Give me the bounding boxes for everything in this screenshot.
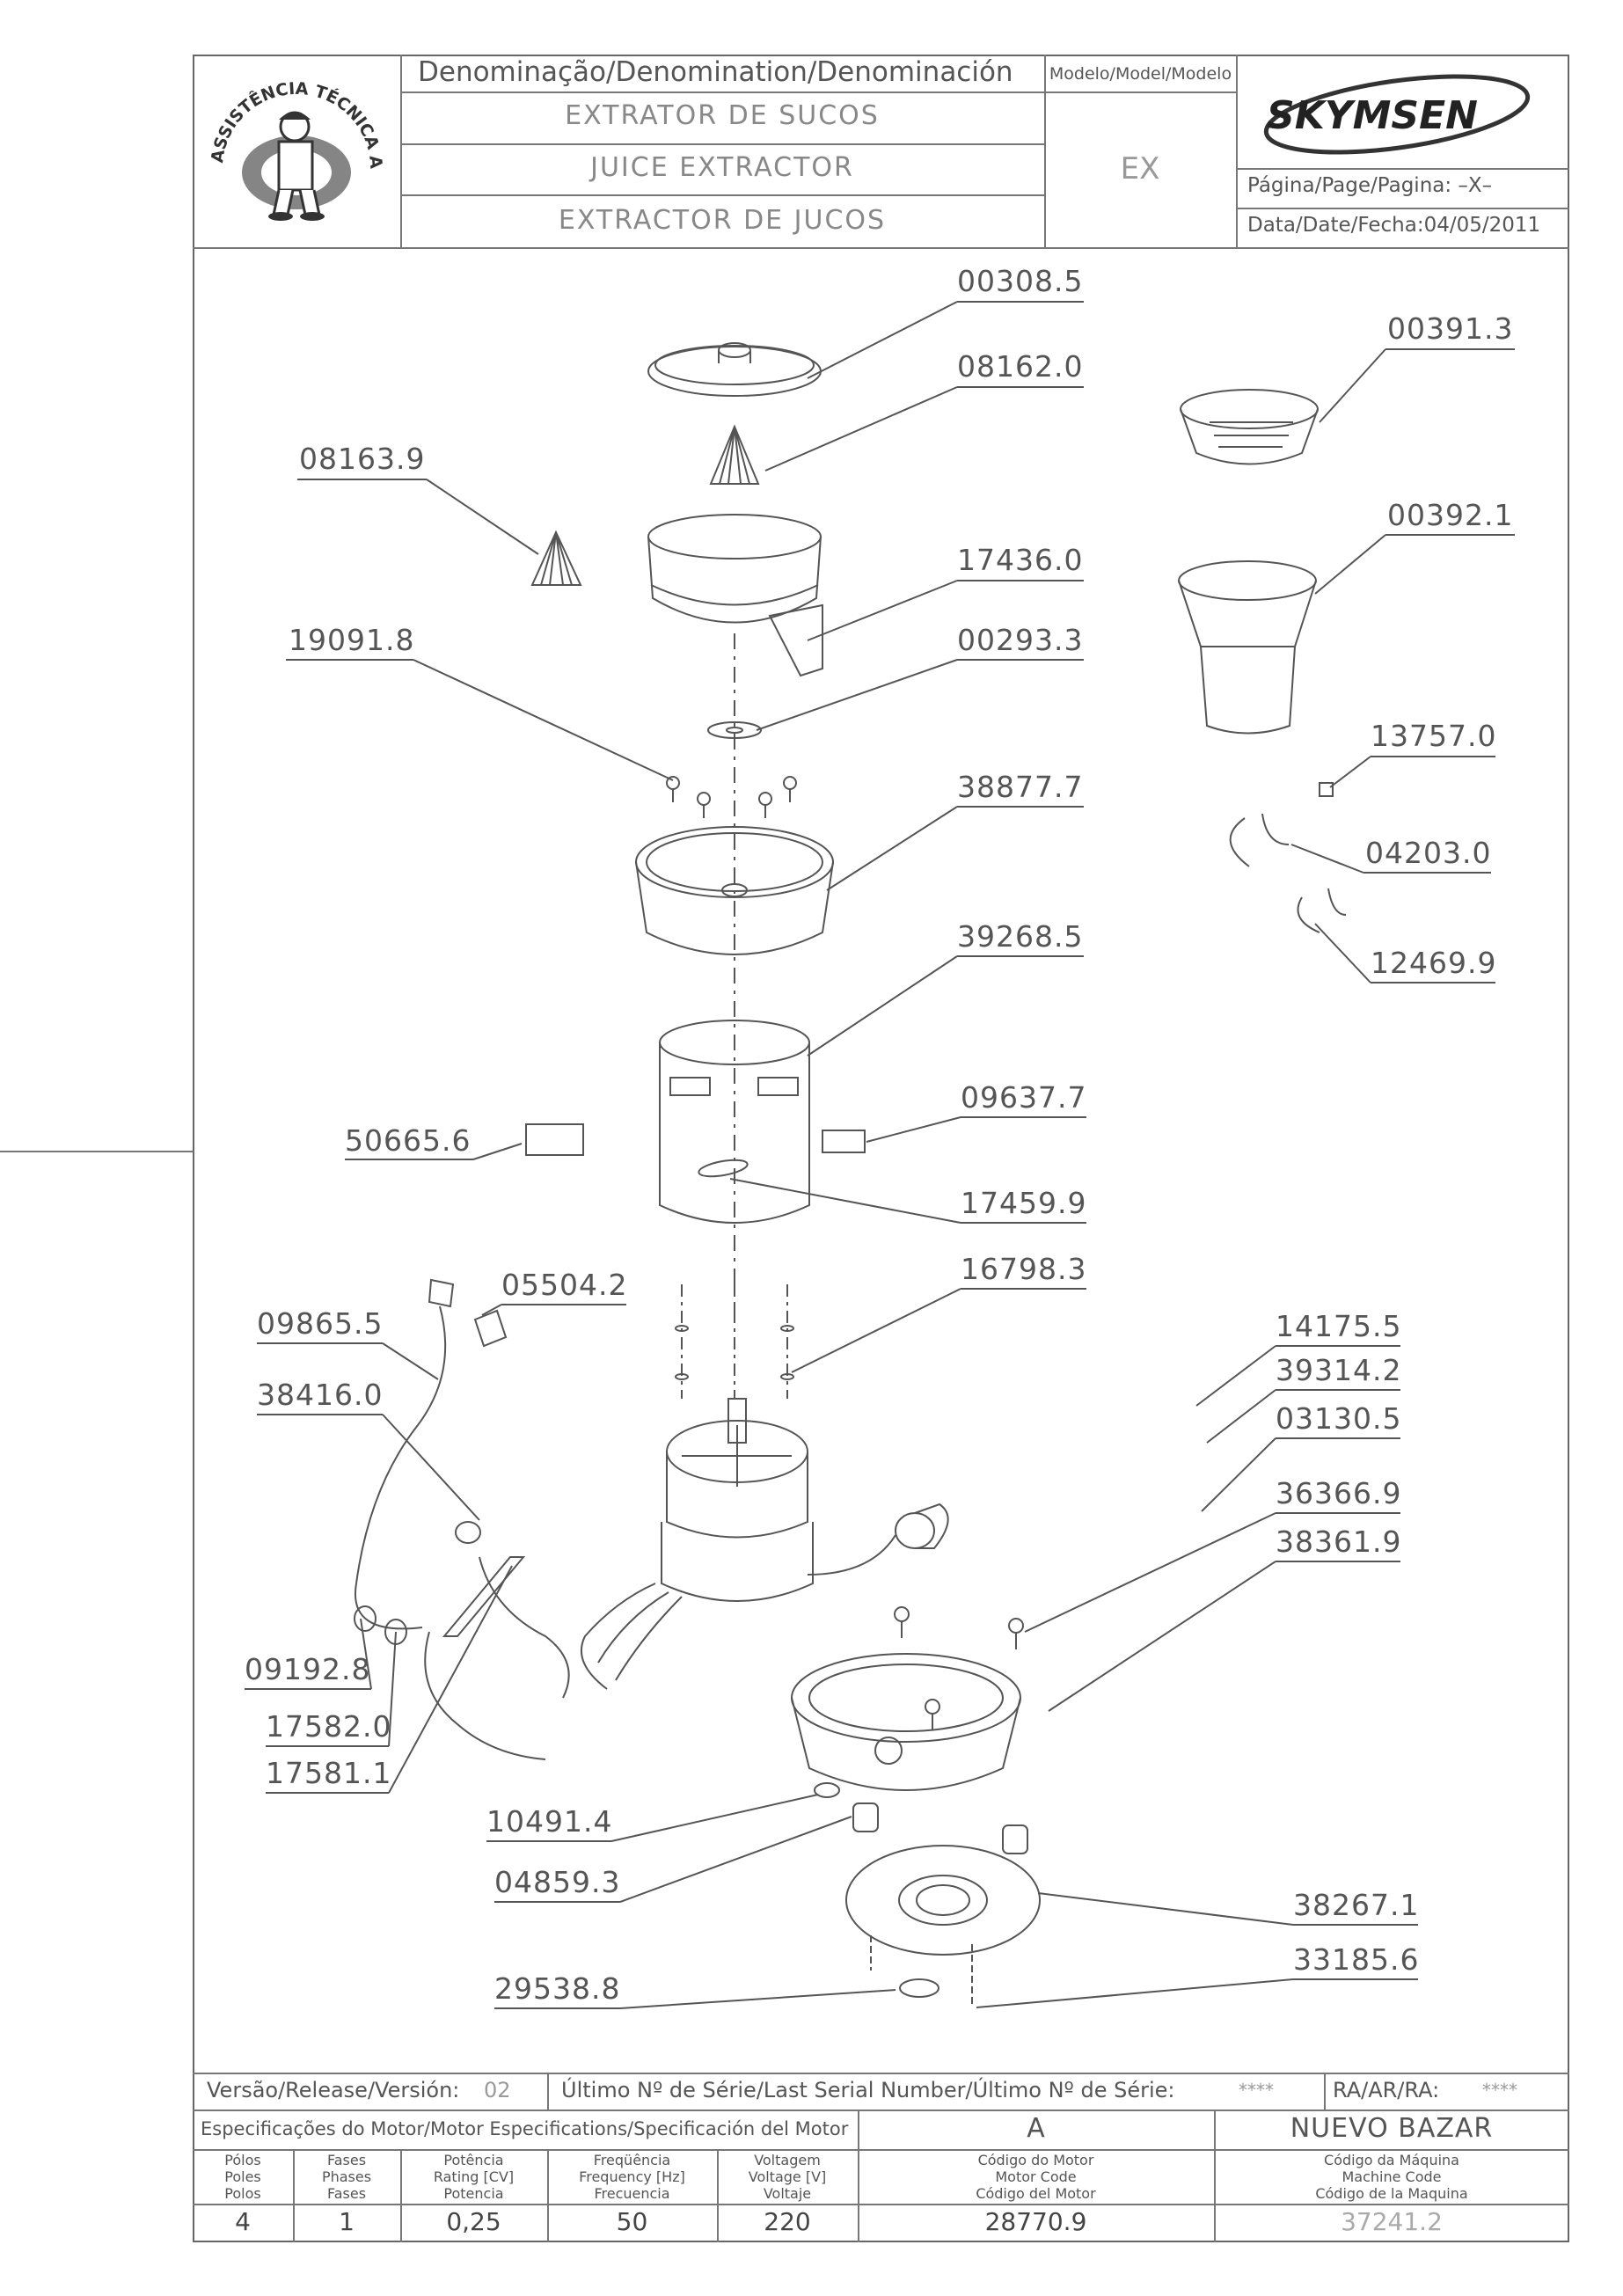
part-label: 09192.8 bbox=[245, 1652, 371, 1686]
part-label: 12469.9 bbox=[1371, 946, 1497, 980]
part-label: 08163.9 bbox=[299, 442, 426, 476]
header-divider-3 bbox=[1236, 55, 1238, 247]
part-label: 38361.9 bbox=[1276, 1525, 1402, 1559]
serial-label: Último Nº de Série/Last Serial Number/Úl… bbox=[561, 2078, 1175, 2102]
col-head-voltage: Voltagem Voltage [V] Voltaje bbox=[748, 2152, 827, 2202]
part-label: 03130.5 bbox=[1276, 1401, 1402, 1436]
header-divider-1 bbox=[400, 55, 402, 247]
part-label: 09637.7 bbox=[961, 1080, 1087, 1115]
footer-div-e bbox=[293, 2149, 295, 2242]
part-label: 17581.1 bbox=[266, 1756, 392, 1790]
denomination-label: Denominação/Denomination/Denominación bbox=[418, 56, 1013, 88]
name-es: EXTRACTOR DE JUCOS bbox=[558, 205, 887, 236]
machine-name: NUEVO BAZAR bbox=[1290, 2113, 1494, 2144]
part-label: 04859.3 bbox=[494, 1865, 621, 1899]
part-label: 36366.9 bbox=[1276, 1476, 1402, 1510]
footer-div-g bbox=[547, 2149, 549, 2242]
part-label: 09865.5 bbox=[257, 1306, 384, 1341]
header-rule-e bbox=[1236, 168, 1569, 170]
footer-div-d bbox=[1214, 2110, 1216, 2242]
col-head-phases: Fases Phases Fases bbox=[321, 2152, 372, 2202]
motor-spec-label: Especificações do Motor/Motor Especifica… bbox=[201, 2118, 849, 2139]
part-label: 17436.0 bbox=[957, 543, 1084, 577]
part-label: 17459.9 bbox=[961, 1186, 1087, 1220]
footer-div-h bbox=[717, 2149, 719, 2242]
col-head-power: Potência Rating [CV] Potencia bbox=[433, 2152, 515, 2202]
part-label: 38267.1 bbox=[1293, 1888, 1420, 1922]
value-power: 0,25 bbox=[446, 2207, 501, 2236]
model-label: Modelo/Model/Modelo bbox=[1049, 64, 1232, 84]
footer-div-c bbox=[858, 2110, 859, 2242]
motor-letter: A bbox=[1027, 2113, 1045, 2144]
col-head-poles: Pólos Poles Polos bbox=[224, 2152, 261, 2202]
header-rule-f bbox=[1236, 208, 1569, 209]
value-phases: 1 bbox=[339, 2207, 355, 2236]
header-rule-a bbox=[400, 91, 1044, 93]
value-frequency: 50 bbox=[616, 2207, 648, 2236]
header-rule-c bbox=[400, 194, 1044, 196]
value-motor-code: 28770.9 bbox=[984, 2207, 1087, 2236]
serial-value: **** bbox=[1239, 2080, 1274, 2101]
part-label: 17582.0 bbox=[266, 1709, 392, 1744]
col-head-frequency: Freqüência Frequency [Hz] Frecuencia bbox=[579, 2152, 685, 2202]
footer-top-rule bbox=[193, 2073, 1569, 2074]
part-label: 10491.4 bbox=[486, 1804, 613, 1839]
part-label: 13757.0 bbox=[1371, 719, 1497, 753]
header-rule-b bbox=[400, 143, 1044, 145]
part-label: 04203.0 bbox=[1365, 836, 1492, 870]
part-label: 19091.8 bbox=[289, 623, 415, 657]
value-machine-code: 37241.2 bbox=[1341, 2207, 1443, 2236]
drawing-frame bbox=[193, 55, 1569, 2242]
part-label: 00308.5 bbox=[957, 264, 1084, 298]
part-label: 00392.1 bbox=[1387, 498, 1514, 532]
part-label: 00293.3 bbox=[957, 623, 1084, 657]
footer-rule-4 bbox=[193, 2204, 1569, 2205]
part-label: 39314.2 bbox=[1276, 1353, 1402, 1387]
part-label: 16798.3 bbox=[961, 1252, 1087, 1286]
name-en: JUICE EXTRACTOR bbox=[590, 152, 854, 183]
left-margin-rule bbox=[0, 1151, 194, 1152]
value-voltage: 220 bbox=[764, 2207, 811, 2236]
footer-rule-2 bbox=[193, 2110, 1569, 2111]
part-label: 38877.7 bbox=[957, 770, 1084, 804]
part-label: 38416.0 bbox=[257, 1378, 384, 1412]
footer-div-a bbox=[547, 2073, 549, 2110]
version-value: 02 bbox=[484, 2078, 511, 2102]
page-label: Página/Page/Pagina: –X– bbox=[1247, 174, 1493, 197]
header-rule-d bbox=[1044, 91, 1236, 93]
part-label: 08162.0 bbox=[957, 349, 1084, 384]
value-poles: 4 bbox=[235, 2207, 251, 2236]
assistance-logo: ASSISTÊNCIA TÉCNICA AUTORIZADA bbox=[198, 58, 396, 243]
ra-value: **** bbox=[1482, 2080, 1517, 2101]
col-head-machine-code: Código da Máquina Machine Code Código de… bbox=[1315, 2152, 1468, 2202]
part-label: 00391.3 bbox=[1387, 311, 1514, 346]
name-pt: EXTRATOR DE SUCOS bbox=[565, 100, 880, 131]
part-label: 29538.8 bbox=[494, 1971, 621, 2006]
ra-label: RA/AR/RA: bbox=[1333, 2078, 1440, 2102]
brand-logo: SKYMSEN bbox=[1240, 60, 1566, 165]
model-value: EX bbox=[1120, 151, 1160, 186]
footer-div-b bbox=[1324, 2073, 1326, 2110]
footer-div-f bbox=[400, 2149, 402, 2242]
date-label: Data/Date/Fecha:04/05/2011 bbox=[1247, 214, 1541, 237]
version-label: Versão/Release/Versión: bbox=[207, 2078, 460, 2102]
part-label: 05504.2 bbox=[501, 1268, 628, 1302]
part-label: 39268.5 bbox=[957, 919, 1084, 954]
part-label: 33185.6 bbox=[1293, 1942, 1420, 1977]
part-label: 14175.5 bbox=[1276, 1309, 1402, 1343]
header-divider-2 bbox=[1044, 55, 1046, 247]
part-label: 50665.6 bbox=[345, 1123, 472, 1158]
svg-text:SKYMSEN: SKYMSEN bbox=[1267, 93, 1478, 138]
footer-rule-3 bbox=[193, 2149, 1569, 2151]
header-bottom-rule bbox=[193, 247, 1569, 249]
col-head-motor-code: Código do Motor Motor Code Código del Mo… bbox=[976, 2152, 1096, 2202]
